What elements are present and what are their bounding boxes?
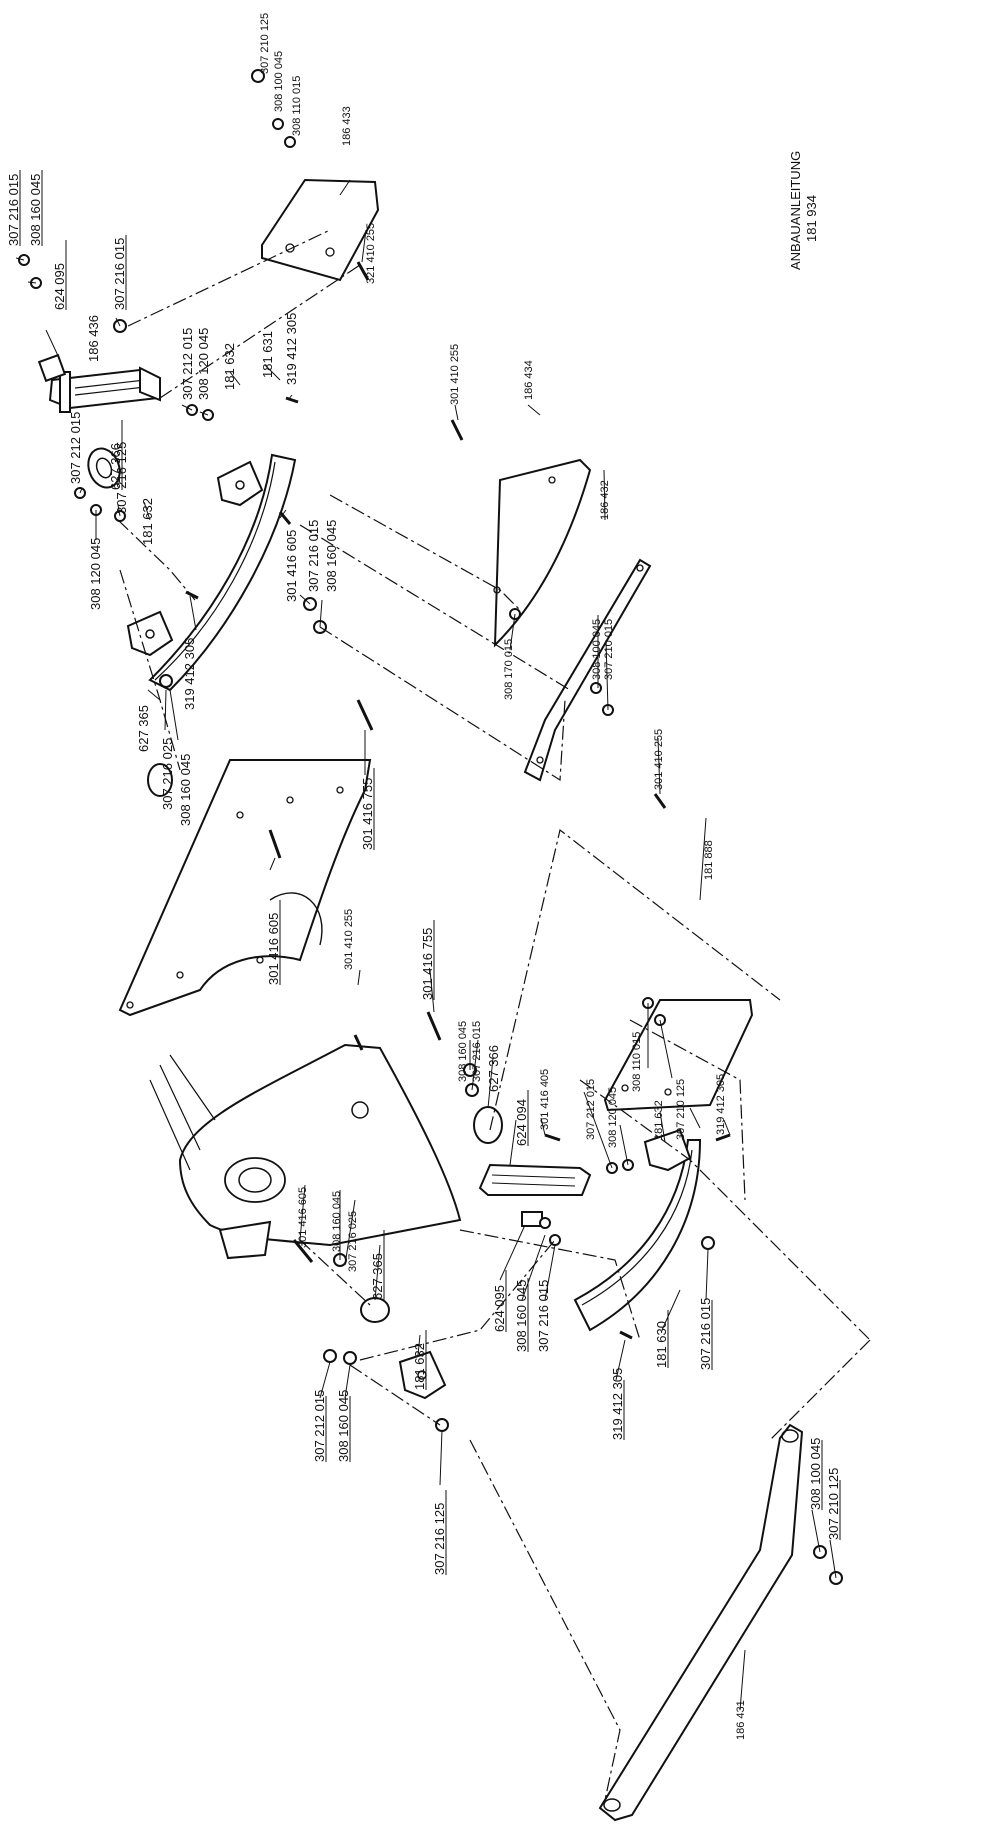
part-label: 308 160 045	[336, 1390, 351, 1462]
part-label: 186 432	[599, 480, 611, 520]
part-label: 307 216 015	[536, 1280, 551, 1352]
plate-181888	[603, 999, 754, 1112]
part-label: 307 212 015	[68, 412, 83, 484]
frame-186431	[598, 1423, 804, 1822]
part-label: 307 210 125	[259, 13, 271, 74]
hardware-fasteners	[18, 69, 843, 1585]
part-label: 301 416 605	[284, 530, 299, 602]
part-label: 308 160 045	[28, 174, 43, 246]
part-label: 307 216 015	[306, 520, 321, 592]
part-label: 308 100 045	[591, 619, 603, 680]
part-label: 624 094	[514, 1099, 529, 1146]
part-label: 301 416 605	[266, 913, 281, 985]
part-label: 307 210 015	[603, 619, 615, 680]
part-label: 627 365	[370, 1253, 385, 1300]
part-label: 307 210 125	[675, 1079, 687, 1140]
part-label: 308 160 045	[324, 520, 339, 592]
block-624095-top	[37, 353, 67, 383]
part-label: 307 216 015	[112, 238, 127, 310]
part-label: 308 120 045	[196, 328, 211, 400]
bracket-181632-lower-mid	[643, 1128, 692, 1172]
block-624095-lower	[521, 1211, 543, 1227]
part-label: 308 160 045	[457, 1021, 469, 1082]
bracket-181632-top	[216, 460, 264, 507]
part-label: 301 416 755	[420, 928, 435, 1000]
part-drawings	[18, 69, 843, 1822]
tine-181630	[573, 1139, 702, 1332]
part-label: 319 412 305	[610, 1368, 625, 1440]
title-line2: 181 934	[804, 195, 819, 242]
bracket-186436	[48, 366, 162, 413]
part-label: 307 212 015	[585, 1079, 597, 1140]
part-label: 186 434	[523, 360, 535, 400]
part-label: 301 410 255	[449, 344, 461, 405]
part-label: 181 631	[260, 331, 275, 378]
part-label: 186 436	[86, 315, 101, 362]
plate-186434	[493, 458, 592, 648]
part-label: 301 416 605	[297, 1187, 309, 1248]
tine-181631	[148, 453, 297, 692]
part-label: 307 216 125	[432, 1503, 447, 1575]
part-label: 301 416 755	[360, 778, 375, 850]
part-label: 627 366	[486, 1045, 501, 1092]
part-label: 307 212 015	[180, 328, 195, 400]
part-label: 181 888	[703, 840, 715, 880]
part-label: 624 095	[52, 263, 67, 310]
part-label: 308 160 045	[331, 1191, 343, 1252]
part-label: 307 216 025	[347, 1211, 359, 1272]
part-label: 307 216 015	[698, 1298, 713, 1370]
part-label: 308 110 015	[291, 76, 303, 136]
part-label: 181 632	[412, 1343, 427, 1390]
part-label: 181 632	[222, 343, 237, 390]
part-label: 308 160 045	[178, 754, 193, 826]
part-label: 186 431	[735, 1700, 747, 1740]
roller-627365-lower	[360, 1297, 390, 1323]
part-label: 307 210 125	[826, 1468, 841, 1540]
plate-186433	[261, 178, 380, 282]
bar-186432	[523, 558, 652, 782]
part-label: 319 412 305	[715, 1074, 727, 1135]
part-label: 321 410 255	[365, 223, 377, 284]
gearbox-housing	[178, 1043, 462, 1247]
part-label: 181 632	[140, 498, 155, 545]
part-label: 301 410 255	[653, 729, 665, 790]
part-label: 308 110 015	[631, 1032, 643, 1092]
part-label: 181 632	[653, 1100, 665, 1140]
part-label: 308 170 015	[503, 639, 515, 700]
label-underlines	[19, 170, 841, 1575]
assembly-lines	[117, 229, 871, 1801]
part-label: 307 216 015	[471, 1021, 483, 1082]
part-label: 181 630	[654, 1321, 669, 1368]
part-label: 319 412 305	[284, 313, 299, 385]
part-label: 308 120 045	[607, 1087, 619, 1148]
part-label: 307 212 015	[312, 1390, 327, 1462]
part-label: 627 366	[108, 443, 123, 490]
part-label: 301 416 405	[539, 1069, 551, 1130]
part-label: 624 095	[492, 1285, 507, 1332]
part-label: 308 100 045	[808, 1438, 823, 1510]
part-label: 307 216 025	[160, 738, 175, 810]
part-label: 186 433	[341, 106, 353, 146]
title-line1: ANBAUANLEITUNG	[788, 151, 803, 270]
part-label: 308 160 045	[514, 1280, 529, 1352]
bracket-181632-bottom	[398, 1350, 447, 1400]
roller-627366-top	[87, 447, 121, 489]
leader-lines	[15, 179, 837, 1711]
part-label: 627 365	[136, 705, 151, 752]
roller-627366-lower	[473, 1106, 503, 1144]
part-label: 308 120 045	[88, 538, 103, 610]
plate-large-middle	[118, 759, 372, 1017]
part-number-labels: 307 216 015 308 160 045 624 095 307 216 …	[6, 13, 841, 1740]
part-label: 319 412 305	[182, 638, 197, 710]
part-label: 301 410 255	[343, 909, 355, 970]
part-label: 307 216 015	[6, 174, 21, 246]
part-label: 308 100 045	[273, 51, 285, 112]
roller-627365-mid	[147, 763, 173, 797]
rack-624094	[478, 1163, 592, 1196]
bracket-181632-mid	[126, 610, 174, 657]
